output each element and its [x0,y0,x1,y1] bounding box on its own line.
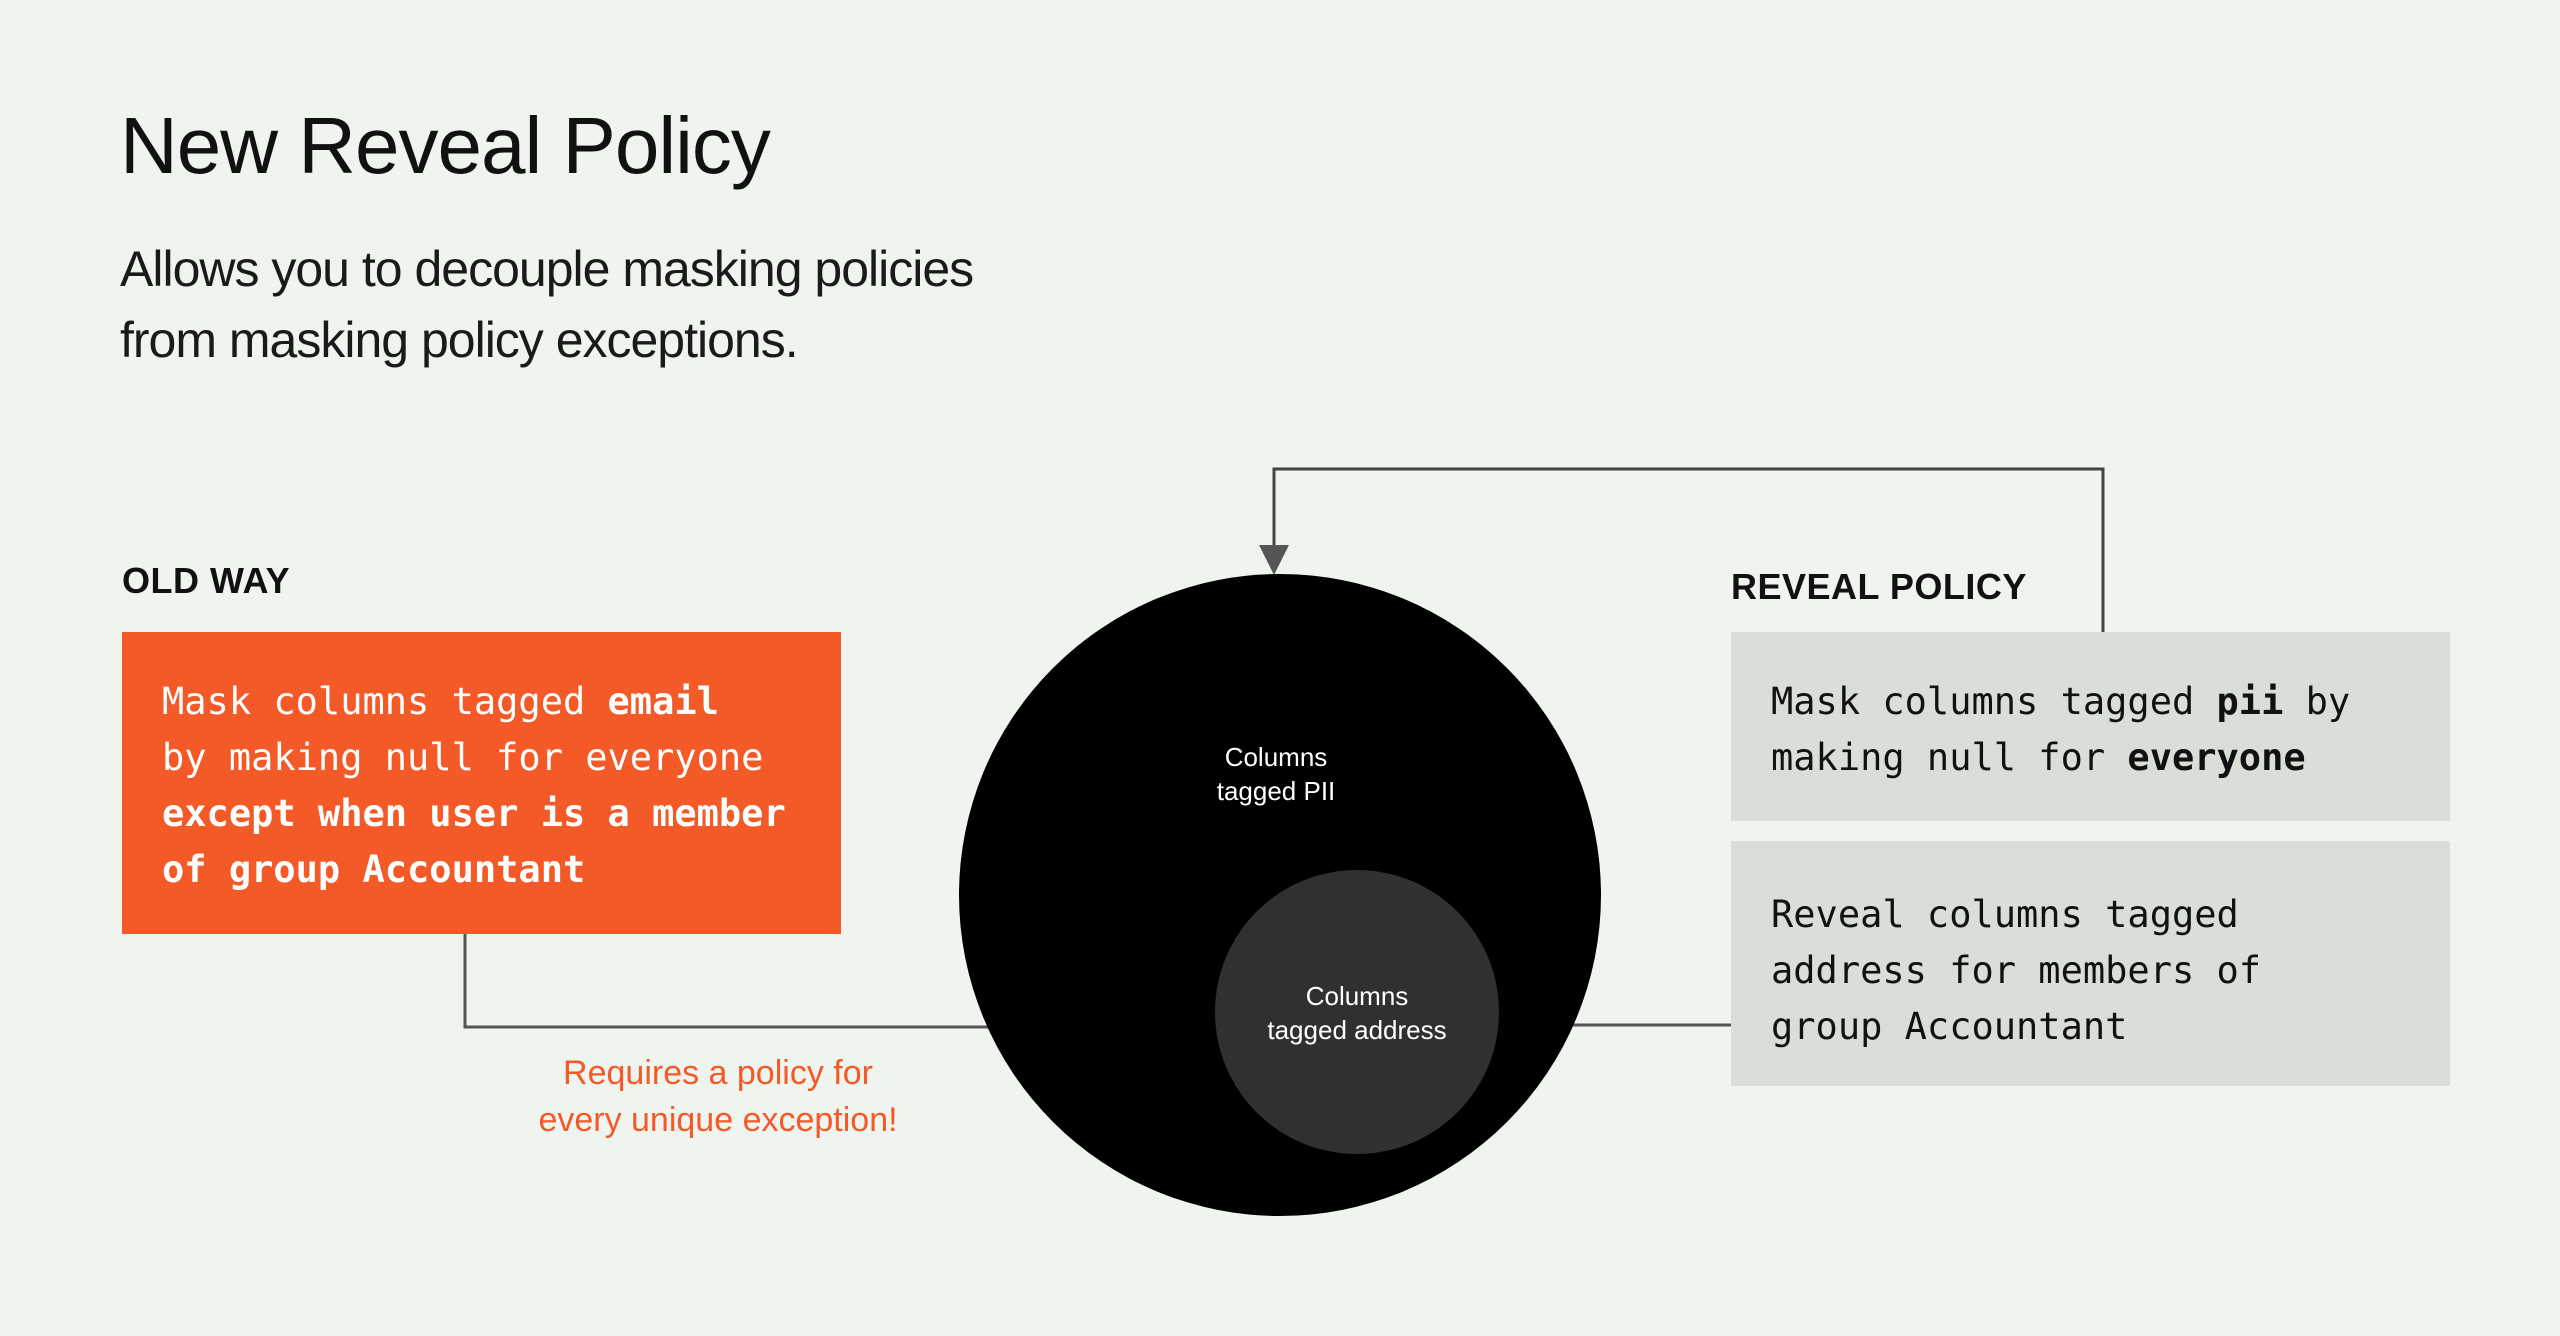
text: Reveal columns tagged [1771,893,2239,936]
page-title: New Reveal Policy [120,101,771,190]
old-way-label: OLD WAY [122,560,291,601]
text-bold: except when user is a member [162,792,786,835]
text-bold: everyone [2127,736,2306,779]
pii-circle-label: Columns tagged PII [1217,740,1336,808]
subtitle-line-1: Allows you to decouple masking policies [120,241,974,297]
old-way-policy-box: Mask columns tagged email by making null… [122,632,841,934]
warning-note: Requires a policy for every unique excep… [538,1050,897,1144]
label-line: Columns [1224,742,1328,772]
subtitle-line-2: from masking policy exceptions. [120,312,799,368]
text: by [2283,680,2351,723]
reveal-policy-box: Reveal columns tagged address for member… [1731,841,2450,1086]
old-way-to-address-arrow [463,934,1219,1042]
note-line: Requires a policy for [563,1054,873,1092]
label-line: tagged address [1267,1015,1447,1045]
reveal-to-pii-arrow [1259,467,2105,632]
label-line: tagged PII [1216,776,1336,806]
mask-policy-box: Mask columns tagged pii by making null f… [1731,632,2450,821]
text: Mask columns tagged [162,680,608,723]
label-line: Columns [1305,981,1409,1011]
text: making null for [1771,736,2128,779]
text: Mask columns tagged [1771,680,2217,723]
note-line: every unique exception! [538,1101,898,1139]
text: by making null for everyone [162,736,764,779]
text-bold: of group Accountant [162,848,586,891]
text: group Accountant [1771,1005,2128,1048]
address-columns-circle [1215,870,1499,1154]
address-circle-label: Columns tagged address [1267,979,1446,1047]
tag-email: email [607,680,719,723]
reveal-policy-label: REVEAL POLICY [1731,566,2027,607]
tag-pii: pii [2216,680,2284,723]
text: address for members of [1771,949,2262,992]
